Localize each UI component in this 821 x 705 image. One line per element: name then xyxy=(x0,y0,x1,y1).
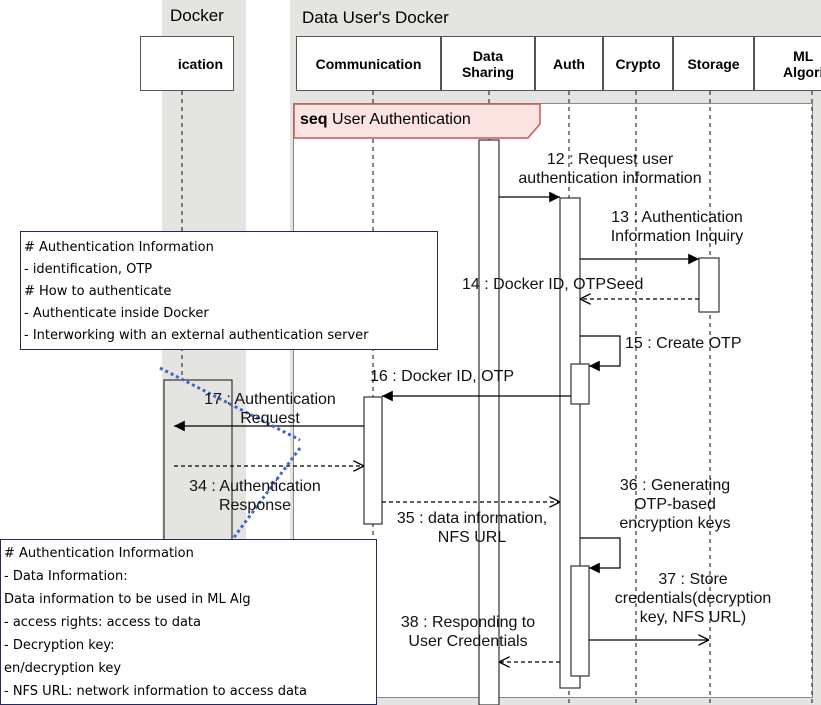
note-bottom-link xyxy=(230,447,302,541)
data-user-docker-title: Data User's Docker xyxy=(302,8,449,27)
note-bottom-line: - access rights: access to data xyxy=(4,615,201,630)
note-top-link xyxy=(159,366,301,442)
activation-data-sharing xyxy=(478,139,500,705)
frame-tab xyxy=(293,103,541,139)
note-bottom: # Authentication Information - Data Info… xyxy=(0,539,377,705)
note-top-line: - Authenticate inside Docker xyxy=(24,306,209,321)
activation-auth-otp xyxy=(570,363,590,405)
note-top: # Authentication Information - identific… xyxy=(20,231,438,350)
note-bottom-line: Data information to be used in ML Alg xyxy=(4,592,251,607)
activation-communication xyxy=(363,396,383,525)
note-bottom-line: # Authentication Information xyxy=(4,546,194,561)
lifeline-crypto: Crypto xyxy=(603,36,673,91)
message-35-label: 35 : data information,NFS URL xyxy=(396,510,548,546)
lifeline-data-sharing: Data Sharing xyxy=(441,36,535,91)
message-15-label: 15 : Create OTP xyxy=(625,335,742,352)
message-16-label: 16 : Docker ID, OTP xyxy=(370,368,515,385)
activation-storage xyxy=(698,257,720,313)
frame-name: User Authentication xyxy=(332,111,471,128)
lifeline-auth: Auth xyxy=(535,36,603,91)
note-top-line: - identification, OTP xyxy=(24,262,153,277)
left-docker-title: Docker xyxy=(170,6,224,25)
arrow-15 xyxy=(580,335,621,372)
activation-auth-crypto xyxy=(570,565,590,677)
lifeline-storage: Storage xyxy=(673,36,754,91)
note-bottom-line: - Decryption key: xyxy=(4,638,115,653)
arrow-36 xyxy=(580,537,621,574)
note-top-line: # How to authenticate xyxy=(24,284,172,299)
note-top-line: # Authentication Information xyxy=(24,240,214,255)
note-bottom-line: - NFS URL: network information to access… xyxy=(4,684,307,699)
frame-keyword: seq xyxy=(300,111,328,128)
lifeline-left-communication: ication xyxy=(140,36,234,91)
note-bottom-line: - Data Information: xyxy=(4,569,128,584)
lifeline-ml-algorithm: ML Algori xyxy=(754,36,821,91)
note-top-line: - Interworking with an external authenti… xyxy=(24,328,369,343)
note-bottom-line: en/decryption key xyxy=(4,661,122,676)
frame-title: seq User Authentication xyxy=(300,111,471,129)
message-14-label: 14 : Docker ID, OTPSeed xyxy=(462,276,644,293)
lifeline-communication: Communication xyxy=(296,36,441,91)
